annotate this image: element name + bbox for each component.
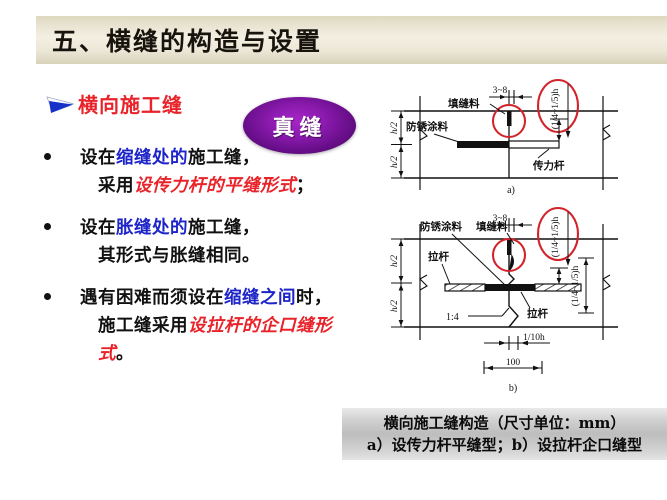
red-highlight-ellipse xyxy=(536,206,580,262)
red-highlight-circle xyxy=(491,103,527,139)
bullet-item-3: 遇有困难而须设在缩缝之间时， 施工缝采用设拉杆的企口缝形 式。 xyxy=(26,284,356,368)
dim-dowel-depth-a xyxy=(550,118,568,141)
bullet-2-line-1: 设在胀缝处的施工缝， xyxy=(80,214,356,242)
dim-h-half-top-a: h/2 xyxy=(390,122,400,134)
bullet-3-line-3: 式。 xyxy=(80,340,356,368)
seg-text: 设在 xyxy=(80,148,116,168)
bullet-1-line-1: 设在缩缝处的施工缝， xyxy=(80,144,356,172)
title-banner: 五、横缝的构造与设置 xyxy=(36,16,667,64)
joint-detail-svg: h/2 h/2 3~8 (1/4~1/5)h xyxy=(390,78,618,394)
blue-dart-arrow-icon xyxy=(46,96,76,114)
label-anticorrosion-text-b: 防锈涂料 xyxy=(420,220,462,233)
seg-text: 时， xyxy=(296,288,332,308)
dim-depth-label-right-b: (1/4~1/5)h xyxy=(570,266,581,307)
left-content-column: 横向施工缝 设在缩缝处的施工缝， 采用设传力杆的平缝形式； 设在胀缝处的施工缝， xyxy=(26,86,356,466)
bullet-3-lines: 遇有困难而须设在缩缝之间时， 施工缝采用设拉杆的企口缝形 式。 xyxy=(42,284,356,368)
bullet-item-1: 设在缩缝处的施工缝， 采用设传力杆的平缝形式； xyxy=(26,144,356,200)
label-slope-text-b: 1:4 xyxy=(446,312,459,323)
figure-b: h/2 h/2 3~8 (1/4~1/5)h xyxy=(390,206,618,394)
label-filler-text-b: 填缝料 xyxy=(476,220,508,233)
bullet-1-lines: 设在缩缝处的施工缝， 采用设传力杆的平缝形式； xyxy=(42,144,356,200)
dim-key-width-label-b: 100 xyxy=(506,358,521,368)
badge-true-joint: 真缝 xyxy=(243,97,356,154)
dim-gap-b: 3~8 xyxy=(489,214,532,232)
dim-h-half-a: h/2 h/2 xyxy=(390,110,412,179)
seg-text-emphasis: 设拉杆的企口缝形 xyxy=(188,316,332,336)
label-tie-bar-right-text-b: 拉杆 xyxy=(527,307,548,320)
page-title: 五、横缝的构造与设置 xyxy=(52,27,323,56)
bullet-2-lines: 设在胀缝处的施工缝， 其形式与胀缝相同。 xyxy=(42,214,356,270)
dim-depth-ratio-top-b: (1/4~1/5)h xyxy=(536,206,580,266)
red-highlight-ellipse xyxy=(536,78,580,134)
bullet-1-line-2: 采用设传力杆的平缝形式； xyxy=(80,172,356,200)
dim-gap-a: 3~8 xyxy=(489,86,532,104)
label-anticorrosion-text-a: 防锈涂料 xyxy=(406,120,448,133)
red-highlight-circle xyxy=(491,237,527,273)
seg-text: 其形式与胀缝相同。 xyxy=(98,246,260,266)
seg-text-emphasis: 式 xyxy=(98,344,116,364)
figure-b-sublabel: b) xyxy=(509,383,517,394)
figure-a-sublabel: a) xyxy=(507,185,515,196)
dim-key-depth-b: 1/10h xyxy=(484,333,550,350)
dim-key-width-b: 100 xyxy=(483,358,543,374)
dim-depth-ratio-right-b: (1/4~1/5)h xyxy=(570,257,594,314)
dim-h-half-b: h/2 h/2 xyxy=(390,238,412,328)
figure-caption-line-2: a）设传力杆平缝型；b）设拉杆企口缝型 xyxy=(366,436,643,454)
seg-text-emphasis: 胀缝处的 xyxy=(116,218,188,238)
bullet-dot-icon xyxy=(44,153,51,160)
seg-text-emphasis: 设传力杆的平缝形式 xyxy=(134,176,296,196)
seg-text: 设在 xyxy=(80,218,116,238)
figure-caption-line-1: 横向施工缝构造（尺寸单位：mm） xyxy=(383,414,626,432)
dim-tie-depth-b xyxy=(550,267,568,284)
dim-depth-label-a: (1/4~1/5)h xyxy=(550,89,561,130)
label-tie-bar-right-b: 拉杆 xyxy=(520,291,548,320)
label-tie-bar-left-b: 拉杆 xyxy=(428,250,451,285)
seg-text: 。 xyxy=(116,344,134,364)
seg-text: 施工缝， xyxy=(188,148,260,168)
seg-text-emphasis: 缩缝之间 xyxy=(224,288,296,308)
bullet-dot-icon xyxy=(44,293,51,300)
section-heading-row: 横向施工缝 xyxy=(26,86,356,130)
bullet-2-line-2: 其形式与胀缝相同。 xyxy=(80,242,356,270)
bullet-dot-icon xyxy=(44,223,51,230)
label-anticorrosion-b: 防锈涂料 xyxy=(420,220,506,286)
label-dowel-bar-text-a: 传力杆 xyxy=(532,159,565,172)
seg-text-emphasis: 缩缝处的 xyxy=(116,148,188,168)
seg-text: 遇有困难而须设在 xyxy=(80,288,224,308)
dim-gap-label-a: 3~8 xyxy=(493,86,508,96)
dim-h-half-bottom-b: h/2 xyxy=(390,300,400,312)
dim-h-half-bottom-a: h/2 xyxy=(390,156,400,168)
label-filler-text-a: 填缝料 xyxy=(448,97,480,110)
label-filler-b: 填缝料 xyxy=(476,220,527,273)
label-anticorrosion-a: 防锈涂料 xyxy=(406,120,460,143)
bullet-3-line-2: 施工缝采用设拉杆的企口缝形 xyxy=(80,312,356,340)
label-filler-a: 填缝料 xyxy=(448,97,527,139)
figure-caption-band: 横向施工缝构造（尺寸单位：mm） a）设传力杆平缝型；b）设拉杆企口缝型 xyxy=(342,408,667,460)
label-slope-b: 1:4 xyxy=(446,307,510,323)
transverse-construction-joint-drawing: h/2 h/2 3~8 (1/4~1/5)h xyxy=(372,78,662,400)
dim-depth-label-top-b: (1/4~1/5)h xyxy=(550,217,561,258)
dim-depth-ratio-a: (1/4~1/5)h xyxy=(536,78,580,138)
dim-key-depth-label-b: 1/10h xyxy=(523,333,545,343)
section-heading-label: 横向施工缝 xyxy=(78,93,183,117)
bullet-item-2: 设在胀缝处的施工缝， 其形式与胀缝相同。 xyxy=(26,214,356,270)
seg-text: ； xyxy=(296,176,314,196)
label-tie-bar-left-text-b: 拉杆 xyxy=(428,250,449,263)
label-dowel-bar-a: 传力杆 xyxy=(532,148,565,172)
badge-label: 真缝 xyxy=(272,114,327,141)
seg-text: 采用 xyxy=(98,176,134,196)
dim-h-half-top-b: h/2 xyxy=(390,255,400,267)
seg-text: 施工缝， xyxy=(188,218,260,238)
seg-text: 施工缝采用 xyxy=(98,316,188,336)
dim-gap-label-b: 3~8 xyxy=(493,214,508,224)
bullet-3-line-1: 遇有困难而须设在缩缝之间时， xyxy=(80,284,356,312)
figure-a: h/2 h/2 3~8 (1/4~1/5)h xyxy=(390,78,618,196)
